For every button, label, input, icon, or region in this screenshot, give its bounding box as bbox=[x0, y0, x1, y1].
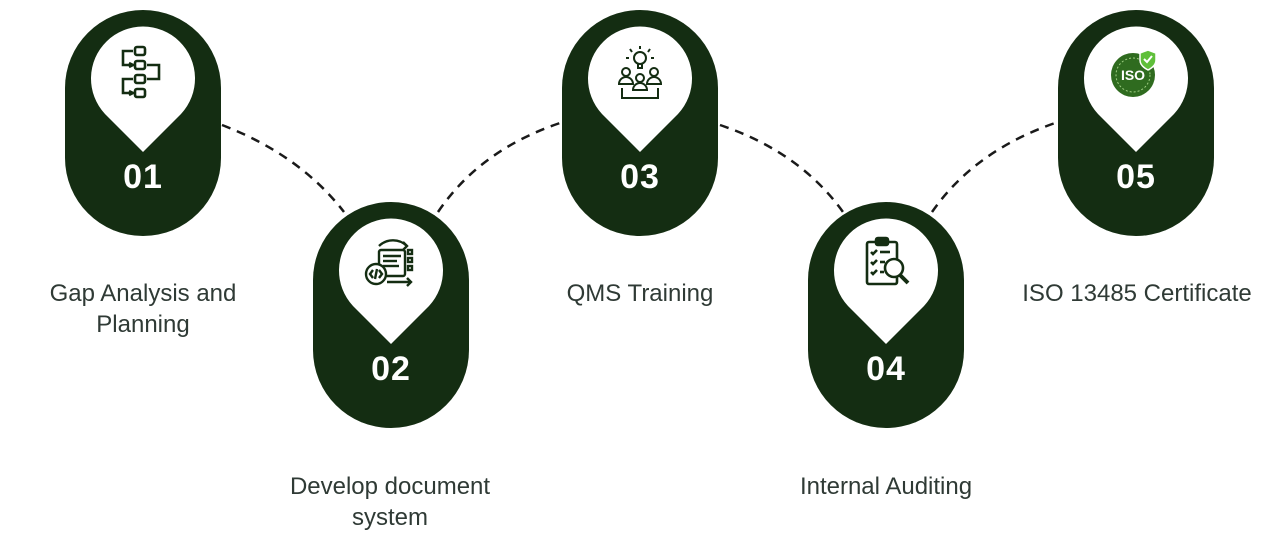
step-04-pin bbox=[834, 216, 938, 344]
step-01-label: Gap Analysis and Planning bbox=[49, 280, 237, 338]
connector-1-2 bbox=[221, 123, 345, 213]
step-03-pin bbox=[588, 24, 692, 152]
iso-badge-icon: ISO bbox=[1111, 49, 1157, 97]
iso-badge-text: ISO bbox=[1121, 67, 1145, 83]
audit-clipboard-icon bbox=[865, 236, 910, 286]
code-document-icon bbox=[364, 239, 414, 287]
connector-2-3 bbox=[436, 121, 561, 213]
step-02-pill: 02 bbox=[313, 202, 469, 428]
step-02-pin bbox=[339, 216, 443, 344]
step-number: 04 bbox=[866, 350, 906, 388]
step-number: 02 bbox=[371, 350, 411, 388]
step-01-pin bbox=[91, 24, 195, 152]
step-05-label: ISO 13485 Certificate bbox=[1022, 280, 1252, 307]
step-number: 05 bbox=[1116, 158, 1156, 196]
step-05-pin: ISO bbox=[1084, 24, 1188, 152]
step-01-pill: 01 bbox=[65, 10, 221, 236]
step-number: 03 bbox=[620, 158, 660, 196]
step-number: 01 bbox=[123, 158, 163, 196]
step-02-label: Develop document system bbox=[289, 473, 491, 531]
connector-4-5 bbox=[930, 120, 1059, 213]
step-04-label: Internal Auditing bbox=[799, 473, 973, 500]
connector-3-4 bbox=[719, 123, 845, 213]
training-icon bbox=[617, 46, 663, 99]
step-03-pill: 03 bbox=[562, 10, 718, 236]
step-05-pill: ISO 05 bbox=[1058, 10, 1214, 236]
step-04-pill: 04 bbox=[808, 202, 964, 428]
flowchart-icon bbox=[121, 45, 161, 99]
step-03-label: QMS Training bbox=[566, 280, 714, 307]
